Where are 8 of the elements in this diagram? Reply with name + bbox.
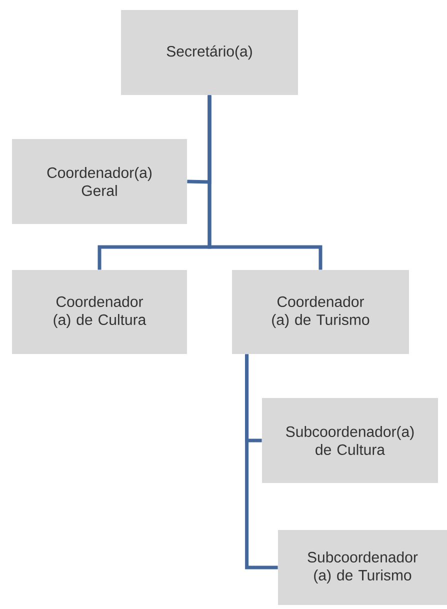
connector-line [245, 354, 278, 570]
org-box: Coordenador (a) de Cultura [12, 270, 187, 354]
org-box: Secretário(a) [121, 10, 298, 95]
org-box: Coordenador(a) Geral [12, 139, 187, 224]
org-box: Subcoordenador (a) de Turismo [278, 530, 447, 605]
connector-line [208, 95, 322, 270]
org-box: Subcoordenador(a) de Cultura [262, 398, 438, 483]
org-box: Coordenador (a) de Turismo [232, 270, 409, 354]
